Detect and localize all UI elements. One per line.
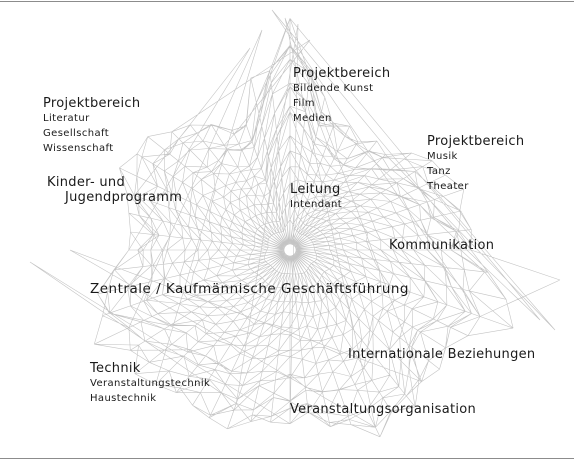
node-item: Veranstaltungstechnik (90, 378, 211, 390)
node-item: Literatur (43, 113, 90, 125)
node-internationale-beziehungen: Internationale Beziehungen (348, 347, 535, 362)
node-technik: Technik Veranstaltungstechnik Haustechni… (90, 361, 210, 406)
node-title: Leitung (290, 182, 341, 197)
wireframe-mesh-lines (29, 9, 561, 438)
node-title: Internationale Beziehungen (348, 347, 536, 362)
node-title: Zentrale / Kaufmännische Geschäftsführun… (90, 281, 409, 297)
node-item: Haustechnik (90, 393, 157, 405)
node-title: Projektbereich (293, 66, 391, 81)
node-projektbereich-musik: Projektbereich Musik Tanz Theater (427, 134, 524, 194)
node-item: Tanz (427, 166, 451, 178)
node-title: Projektbereich (427, 134, 525, 149)
node-projektbereich-literatur: Projektbereich Literatur Gesellschaft Wi… (43, 96, 140, 156)
node-item: Musik (427, 151, 458, 163)
node-zentrale: Zentrale / Kaufmännische Geschäftsführun… (90, 281, 409, 298)
bottom-divider (0, 458, 574, 459)
node-title-line2: Jugendprogramm (65, 190, 183, 206)
node-title: Technik (90, 361, 141, 376)
node-title-line1: Kinder- und (47, 175, 125, 190)
node-leitung: Leitung Intendant (290, 182, 342, 212)
node-title: Kommunikation (389, 238, 495, 253)
node-item: Intendant (290, 199, 343, 211)
node-kommunikation: Kommunikation (389, 238, 494, 253)
node-title: Projektbereich (43, 96, 141, 111)
node-projektbereich-bildende-kunst: Projektbereich Bildende Kunst Film Medie… (293, 66, 390, 126)
top-divider (0, 1, 574, 2)
node-title: Veranstaltungsorganisation (290, 402, 477, 417)
node-item: Film (293, 98, 315, 110)
node-kinder-jugendprogramm: Kinder- und Jugendprogramm (47, 175, 182, 206)
node-item: Medien (293, 113, 332, 125)
node-item: Bildende Kunst (293, 83, 374, 95)
node-veranstaltungsorganisation: Veranstaltungsorganisation (290, 402, 476, 417)
node-item: Wissenschaft (43, 143, 114, 155)
node-item: Theater (427, 181, 469, 193)
node-item: Gesellschaft (43, 128, 110, 140)
